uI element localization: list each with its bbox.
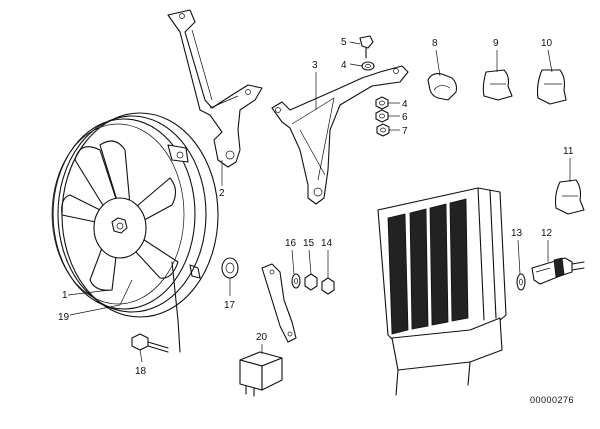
- fan-bracket-left: [167, 9, 263, 168]
- fan-assembly: [51, 112, 219, 353]
- label-fan-bracket-left: 2: [219, 188, 225, 199]
- mount-plate: [261, 263, 297, 343]
- label-clip-a: 8: [432, 38, 438, 49]
- radiator-core: [387, 198, 469, 335]
- label-clip-b: 9: [493, 38, 499, 49]
- label-temp-switch: 12: [541, 228, 553, 239]
- label-fan-bracket-right: 3: [312, 60, 318, 71]
- clip-8: [427, 73, 458, 101]
- label-clip-d: 11: [563, 146, 574, 157]
- label-nut-right-3: 7: [402, 126, 408, 137]
- label-washer-16: 16: [285, 238, 297, 249]
- label-bolt-top: 5: [341, 37, 347, 48]
- nut-15: [304, 273, 318, 291]
- washer-radiator: [516, 273, 526, 291]
- label-nut-14: 14: [321, 238, 333, 249]
- label-clip-c: 10: [541, 38, 553, 49]
- label-bolt-18: 18: [135, 366, 147, 377]
- grommet-17: [221, 257, 239, 279]
- clip-10: [536, 69, 567, 105]
- label-grommet-17: 17: [224, 300, 236, 311]
- label-fan: 1: [62, 290, 68, 301]
- callout-labels: 1 19 2 3 5 4 4 6 7 8 9 10 11 12 13 16 15…: [58, 37, 574, 405]
- bolt-18: [131, 333, 169, 353]
- label-nut-right-1: 4: [402, 99, 408, 110]
- bolt-top: [359, 35, 374, 59]
- label-fan-blade: 19: [58, 312, 70, 323]
- nut-upper: [361, 61, 375, 71]
- label-nut-right-2: 6: [402, 112, 408, 123]
- label-nut-15: 15: [303, 238, 315, 249]
- relay: [239, 351, 283, 397]
- washer-16: [291, 273, 301, 289]
- document-number: 00000276: [530, 395, 574, 405]
- nut-right-group: [375, 96, 390, 137]
- fan-bracket-right: [271, 65, 409, 205]
- clip-11: [554, 179, 585, 215]
- label-washer-radiator: 13: [511, 228, 523, 239]
- label-nut-upper: 4: [341, 60, 347, 71]
- nut-14: [321, 277, 335, 295]
- temperature-switch: [531, 257, 585, 285]
- radiator: [377, 187, 507, 396]
- leader-lines: [67, 41, 571, 363]
- clip-9: [482, 69, 513, 101]
- label-relay: 20: [256, 332, 268, 343]
